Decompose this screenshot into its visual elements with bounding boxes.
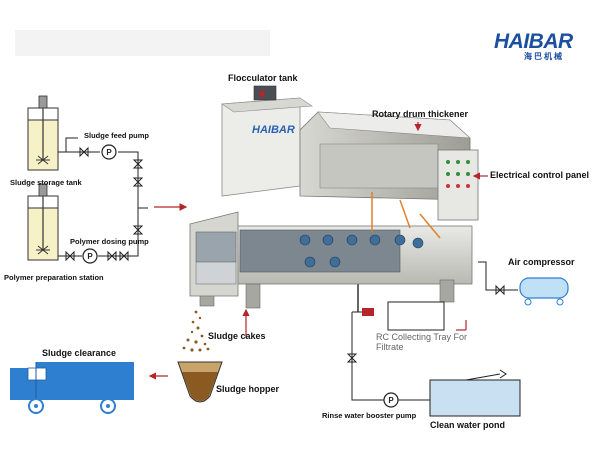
label-rotary-drum-thickener: Rotary drum thickener [372, 109, 469, 119]
callout-arrows [148, 88, 488, 380]
label-flocculator-tank: Flocculator tank [228, 73, 298, 83]
label-rinse-water-booster-pump: Rinse water booster pump [322, 411, 417, 420]
label-polymer-dosing-pump: Polymer dosing pump [70, 237, 149, 246]
label-polymer-preparation-station: Polymer preparation station [4, 273, 104, 282]
header-band [15, 30, 270, 56]
sludge-storage-tank [27, 95, 59, 171]
sludge-feed-pump-symbol [101, 144, 117, 160]
sludge-hopper [177, 361, 223, 403]
clean-water-pond [429, 369, 521, 417]
sludge-cakes-pile [182, 310, 210, 352]
belt-press-machine [189, 85, 479, 312]
rinse-water-piping [346, 308, 430, 401]
label-air-compressor: Air compressor [508, 257, 575, 267]
polymer-dosing-pump-letter: P [87, 252, 93, 261]
polymer-preparation-station [27, 183, 59, 261]
label-electrical-control-panel: Electrical control panel [490, 170, 590, 180]
brand-subtitle: 海巴机械 [524, 52, 564, 61]
sludge-truck [10, 362, 134, 414]
label-sludge-storage-tank: Sludge storage tank [10, 178, 82, 187]
valve-symbols [65, 146, 144, 262]
left-piping [58, 137, 148, 257]
rc-collecting-tray [387, 301, 445, 331]
label-sludge-feed-pump: Sludge feed pump [84, 131, 150, 140]
rinse-pump-letter: P [388, 396, 394, 405]
brand-logo: HAIBAR [494, 30, 573, 53]
label-rc-collecting-tray: RC Collecting Tray For Filtrate [376, 332, 468, 352]
polymer-dosing-pump-symbol [82, 248, 98, 264]
label-sludge-hopper: Sludge hopper [216, 384, 279, 394]
label-sludge-cakes: Sludge cakes [208, 331, 266, 341]
rinse-water-pump-symbol [383, 392, 399, 408]
tank-brand-mark: HAIBAR [252, 124, 295, 136]
sludge-feed-pump-letter: P [106, 148, 112, 157]
air-compressor [519, 277, 569, 306]
label-sludge-clearance: Sludge clearance [42, 348, 117, 358]
air-compressor-piping [478, 261, 518, 296]
label-clean-water-pond: Clean water pond [430, 420, 506, 430]
